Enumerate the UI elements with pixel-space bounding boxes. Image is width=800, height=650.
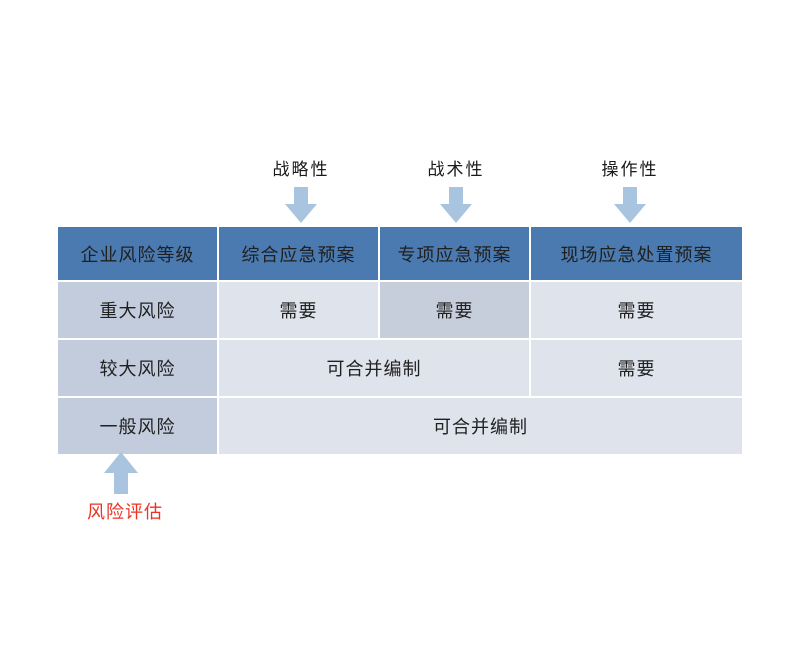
annotation-label: 操作性 — [601, 160, 659, 180]
cell-major-onsite: 需要 — [531, 282, 742, 340]
risk-assessment-label: 风险评估 — [87, 502, 163, 523]
table-header-row: 企业风险等级 综合应急预案 专项应急预案 现场应急处置预案 — [58, 227, 742, 282]
arrow-down-icon — [285, 187, 317, 223]
column-header-risk-level: 企业风险等级 — [58, 227, 219, 282]
row-label-large-risk: 较大风险 — [58, 340, 219, 398]
column-header-comprehensive-plan: 综合应急预案 — [219, 227, 380, 282]
annotation-tactical: 战术性 — [391, 160, 521, 223]
cell-general-merged-plan: 可合并编制 — [219, 398, 742, 454]
column-header-special-plan: 专项应急预案 — [380, 227, 531, 282]
column-header-onsite-plan: 现场应急处置预案 — [531, 227, 742, 282]
cell-large-merged-plan: 可合并编制 — [219, 340, 531, 398]
row-label-general-risk: 一般风险 — [58, 398, 219, 454]
risk-plan-matrix-table: 企业风险等级 综合应急预案 专项应急预案 现场应急处置预案 重大风险 需要 需要… — [58, 227, 742, 454]
cell-major-special: 需要 — [380, 282, 531, 340]
row-label-major-risk: 重大风险 — [58, 282, 219, 340]
annotation-strategic: 战略性 — [236, 160, 366, 223]
table-row: 一般风险 可合并编制 — [58, 398, 742, 454]
table-row: 重大风险 需要 需要 需要 — [58, 282, 742, 340]
cell-large-onsite: 需要 — [531, 340, 742, 398]
annotation-label: 战术性 — [427, 160, 485, 180]
arrow-down-icon — [440, 187, 472, 223]
arrow-down-icon — [614, 187, 646, 223]
annotation-operational: 操作性 — [565, 160, 695, 223]
cell-major-comprehensive: 需要 — [219, 282, 380, 340]
table-row: 较大风险 可合并编制 需要 — [58, 340, 742, 398]
arrow-up-icon — [104, 452, 138, 494]
annotation-label: 战略性 — [272, 160, 330, 180]
